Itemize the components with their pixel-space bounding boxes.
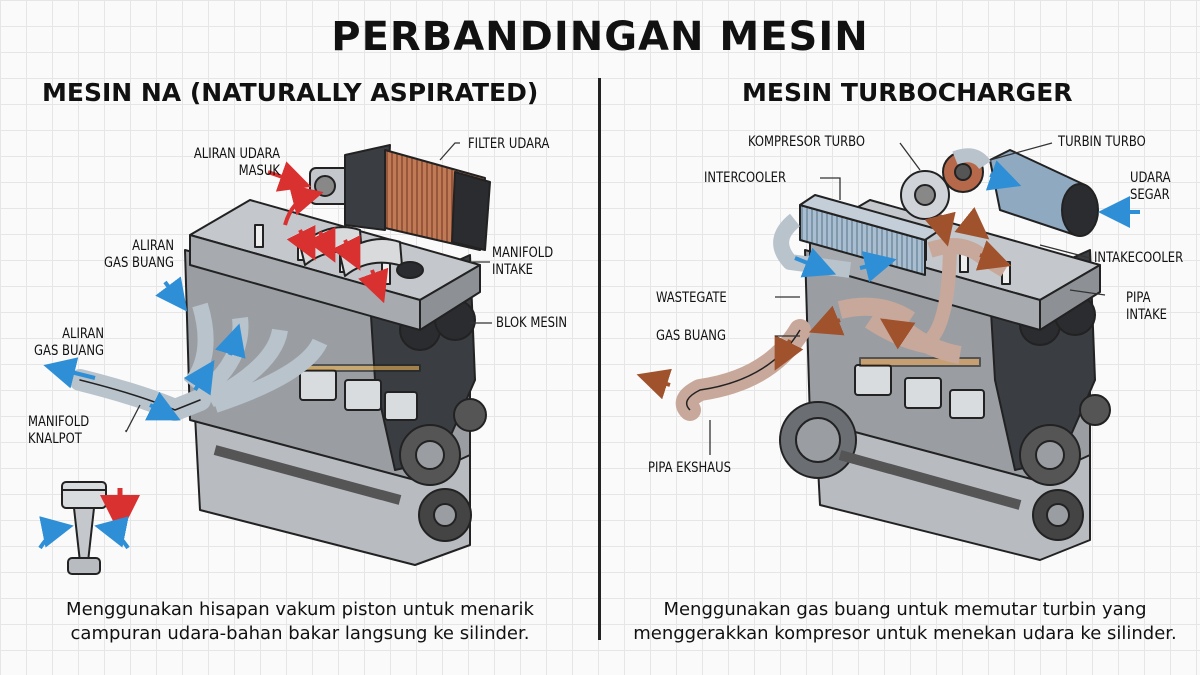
label-line: PIPA [1126,290,1151,306]
piston-icon [38,481,140,575]
label-pipa-ekshaus: PIPA EKSHAUS [648,460,731,476]
label-line: MANIFOLD [28,414,90,430]
caption-line: Menggunakan gas buang untuk memutar turb… [663,599,1147,620]
label-aliran-gas-buang-1: ALIRAN GAS BUANG [78,238,174,272]
label-line: ALIRAN UDARA [193,146,280,162]
na-engine-heading: MESIN NA (NATURALLY ASPIRATED) [42,78,539,107]
label-pipa-intake: PIPA INTAKE [1126,290,1167,324]
label-line: MANIFOLD [492,245,554,261]
label-intakecooler: INTAKECOOLER [1094,250,1184,266]
label-manifold-intake: MANIFOLD INTAKE [492,245,553,279]
label-line: INTAKE [492,262,534,278]
label-aliran-udara-masuk: ALIRAN UDARA MASUK [151,146,280,180]
label-blok-mesin: BLOK MESIN [496,315,568,331]
label-turbin-turbo: TURBIN TURBO [1058,134,1146,150]
label-line: SEGAR [1130,187,1170,203]
na-description: Menggunakan hisapan vakum piston untuk m… [30,598,570,646]
label-line: ALIRAN [132,238,174,254]
caption-line: menggerakkan kompresor untuk menekan uda… [633,623,1177,644]
label-line: UDARA [1130,170,1171,186]
label-line: ALIRAN [62,326,104,342]
label-line: MASUK [238,163,280,179]
label-line: GAS BUANG [34,343,104,359]
label-line: KNALPOT [28,431,82,447]
label-kompresor-turbo: KOMPRESOR TURBO [748,134,866,150]
label-wastegate: WASTEGATE [656,290,727,306]
label-manifold-knalpot: MANIFOLD KNALPOT [28,414,89,448]
label-line: GAS BUANG [104,255,174,271]
label-gas-buang: GAS BUANG [656,328,726,344]
turbo-flow-arrows [636,160,1140,400]
na-exhaust-arrows [43,276,246,421]
label-filter-udara: FILTER UDARA [468,136,550,152]
page-title: PERBANDINGAN MESIN [331,14,869,60]
panel-divider [598,78,601,640]
label-aliran-gas-buang-2: ALIRAN GAS BUANG [12,326,104,360]
na-engine [69,144,491,566]
caption-line: Menggunakan hisapan vakum piston untuk m… [66,599,534,620]
turbo-engine-heading: MESIN TURBOCHARGER [742,78,1073,107]
na-intake-arrows [267,161,389,304]
turbo-leader-lines [709,142,1106,455]
caption-line: campuran udara-bahan bakar langsung ke s… [70,623,530,644]
label-intercooler: INTERCOOLER [704,170,787,186]
label-line: INTAKE [1126,307,1168,323]
label-udara-segar: UDARA SEGAR [1130,170,1171,204]
turbo-engine [675,148,1111,561]
turbo-description: Menggunakan gas buang untuk memutar turb… [612,598,1198,646]
na-leader-lines [125,142,492,433]
